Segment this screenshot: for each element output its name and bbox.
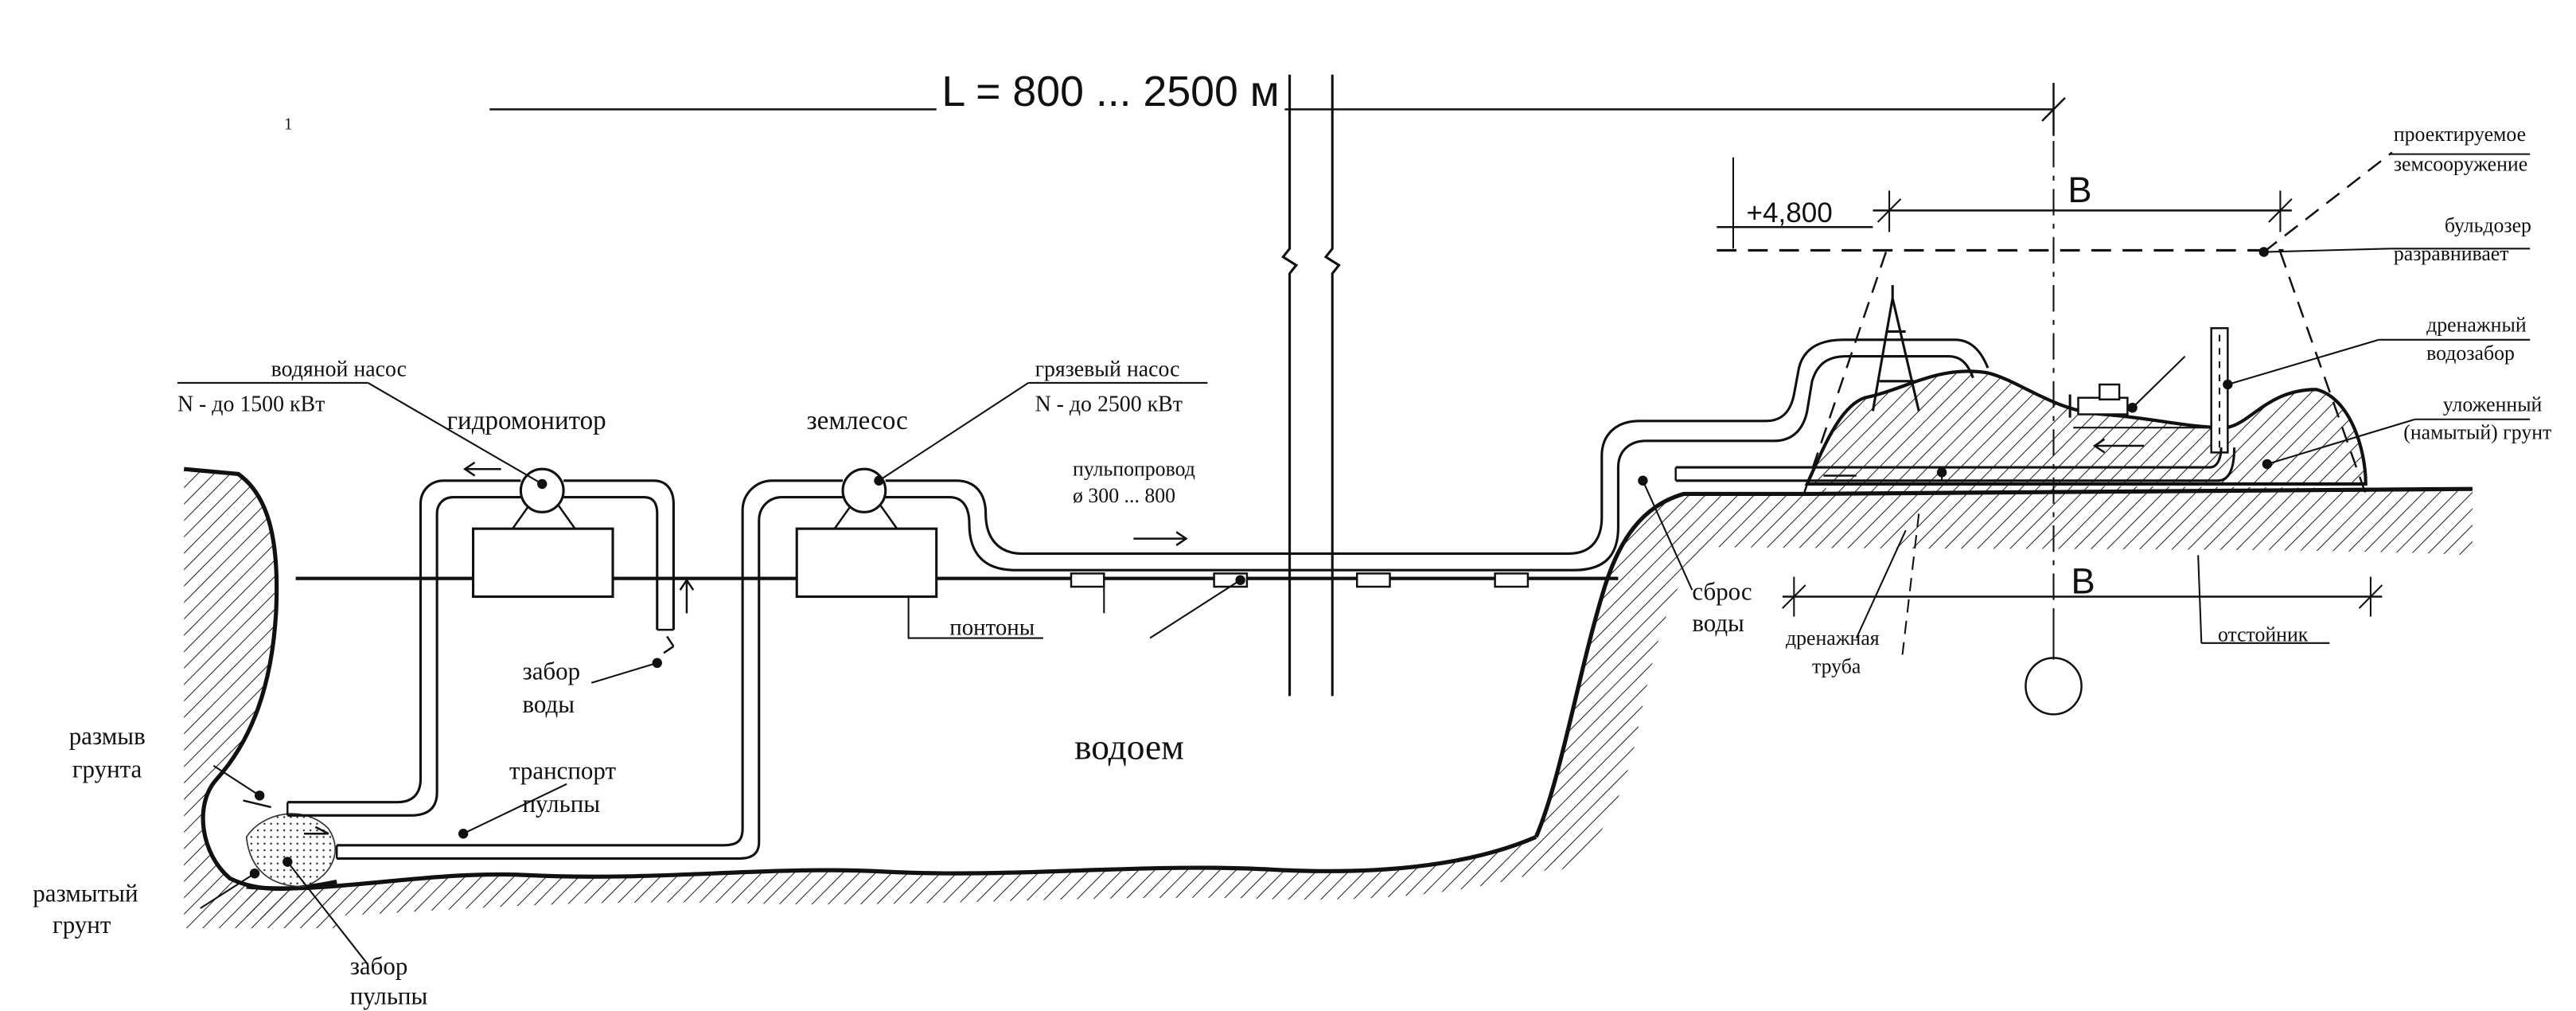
water-pump-housing bbox=[472, 527, 614, 599]
bulldozer-label-2: разравнивает bbox=[2394, 242, 2509, 265]
flow-arrows bbox=[243, 438, 2145, 835]
pulp-pipeline bbox=[885, 338, 1989, 572]
drain-pipe bbox=[1675, 447, 2236, 482]
right-bank-line bbox=[1534, 486, 2473, 838]
leader-dots bbox=[249, 247, 2273, 879]
dredge-suction-pipe bbox=[337, 479, 844, 861]
pulp-transport-label-2: пульпы bbox=[522, 790, 600, 818]
mud-pump-icon bbox=[841, 467, 887, 513]
dredge-label: землесос bbox=[807, 406, 908, 435]
tick-mark-small: 1 bbox=[284, 115, 292, 133]
bulldozer bbox=[2068, 383, 2129, 418]
right-bank-hatch bbox=[1536, 483, 2473, 871]
pipeline-label-1: пульпопровод bbox=[1073, 457, 1195, 480]
b-slash-left bbox=[1876, 198, 1902, 223]
pulp-intake-label-1: забор bbox=[350, 952, 408, 980]
water-pump-label-1: водяной насос bbox=[271, 357, 407, 382]
washed-soil-label-2: грунт bbox=[53, 911, 111, 939]
mud-pump-label-2: N - до 2500 кВт bbox=[1035, 392, 1183, 416]
b-bottom-slash-left bbox=[1782, 584, 1806, 609]
mud-pump-label-1: грязевый насос bbox=[1035, 357, 1180, 382]
designed-structure-label-1: проектируемое bbox=[2394, 123, 2526, 146]
soil-erosion-label-2: грунта bbox=[72, 755, 142, 783]
hydromonitor-label: гидромонитор bbox=[447, 406, 606, 435]
washed-soil-label-1: размытый bbox=[33, 879, 138, 907]
leader-lines bbox=[177, 153, 2531, 966]
slope-left-dashed bbox=[1802, 252, 1888, 494]
washed-soil-mass bbox=[245, 813, 337, 888]
settling-pond-label: отстойник bbox=[2218, 623, 2309, 646]
placed-soil-label-2: (намытый) грунт bbox=[2403, 421, 2551, 444]
bulldozer-label-1: бульдозер bbox=[2445, 213, 2531, 236]
reservoir-bottom-line bbox=[246, 835, 1537, 891]
break-line-left bbox=[1281, 74, 1299, 697]
pipeline-label-2: ø 300 ... 800 bbox=[1073, 484, 1175, 507]
pulp-intake-label-2: пульпы bbox=[350, 982, 428, 1010]
pontoons-label: понтоны bbox=[949, 615, 1035, 640]
water-intake-label-2: воды bbox=[522, 690, 575, 718]
break-line-right bbox=[1323, 74, 1341, 697]
water-discharge-label-1: сброс bbox=[1692, 578, 1752, 606]
drain-intake-label-2: водозабор bbox=[2426, 342, 2515, 365]
b-bottom-slash-right bbox=[2358, 584, 2383, 609]
drain-pipe-label-1: дренажная bbox=[1786, 627, 1880, 650]
drain-pipe-leader-dashed bbox=[1901, 513, 1920, 655]
drain-pipe-label-2: труба bbox=[1812, 654, 1861, 677]
hydromonitor-pipe bbox=[287, 479, 521, 817]
drain-intake-label-1: дренажный bbox=[2426, 313, 2527, 336]
placed-soil-label-1: уложенный bbox=[2443, 392, 2543, 416]
designed-structure-label-2: земсооружение bbox=[2394, 152, 2527, 175]
water-pump-label-2: N - до 1500 кВт bbox=[177, 392, 325, 416]
dimension-slash-right bbox=[2041, 96, 2066, 122]
elevation-mark: +4,800 bbox=[1746, 197, 1832, 228]
soil-erosion-label-1: размыв bbox=[69, 722, 146, 750]
width-B-bottom: B bbox=[2071, 560, 2095, 601]
reservoir-label: водоем bbox=[1074, 726, 1184, 767]
water-intake-pipe bbox=[563, 479, 675, 630]
dimension-label-L: L = 800 ... 2500 м bbox=[941, 68, 1279, 115]
water-discharge-label-2: воды bbox=[1692, 609, 1744, 637]
b-slash-right bbox=[2268, 198, 2293, 223]
water-intake-label-1: забор bbox=[522, 657, 580, 685]
pontoons bbox=[1070, 572, 1530, 588]
reservoir-bottom-hatch bbox=[246, 837, 1561, 920]
width-B-top: B bbox=[2067, 170, 2091, 210]
leader-designed-structure bbox=[2263, 151, 2393, 253]
axis-marker-circle bbox=[2025, 657, 2083, 716]
dimension-label-bg bbox=[936, 66, 1285, 116]
dredge-housing bbox=[795, 527, 938, 599]
water-pump-icon bbox=[519, 467, 565, 513]
pulp-transport-label-1: транспорт bbox=[509, 756, 616, 784]
